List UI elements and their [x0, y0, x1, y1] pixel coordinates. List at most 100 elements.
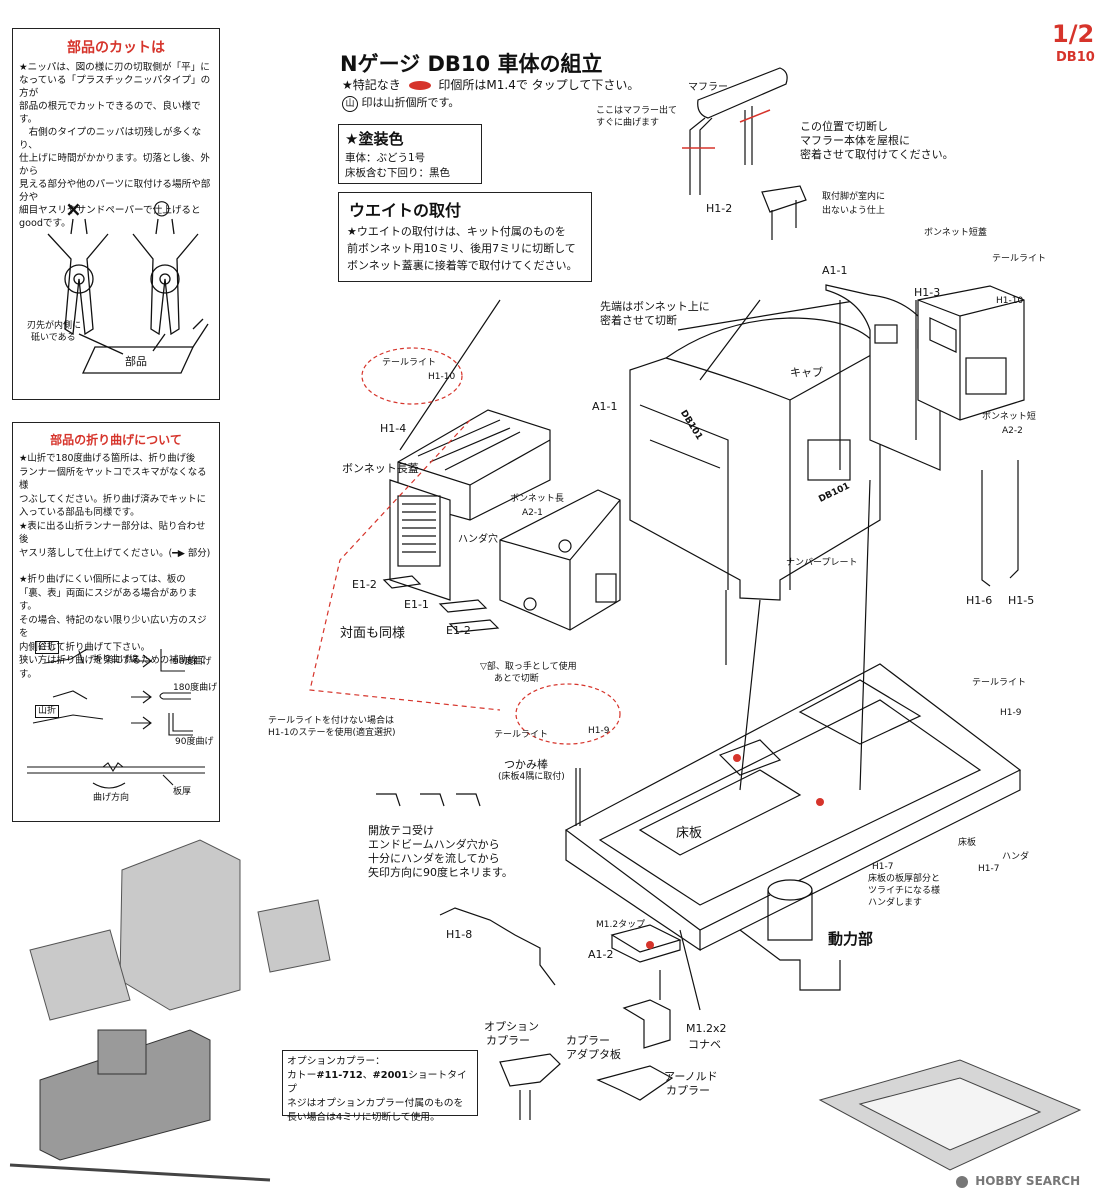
label-m12-tap: M1.2タップ [596, 920, 646, 930]
opt-coupler-2: カプラー [486, 1034, 530, 1047]
label-h1-9b: H1-9 [1000, 708, 1022, 718]
label-floor: 床板 [676, 826, 703, 841]
muffler-bend-note-1: ここはマフラー出て [596, 106, 678, 116]
bend-line: ヤスリ落しして仕上げてください。(━▶ 部分) [19, 547, 211, 559]
cut-line: 部品の根元でカットできるので、良い様です。 [19, 101, 201, 125]
opt-coupler-1: オプション [484, 1020, 539, 1033]
long-bonnet-body [389, 479, 621, 631]
tip-note-2: 密着させて切断 [600, 314, 677, 327]
bend-line: 「裏、表」両面にスジがある場合があります。 [19, 587, 198, 613]
coupler-line-2: カトー#11-712、#2001ショートタイプ [287, 1069, 473, 1097]
fold-diagram [27, 648, 205, 789]
coupler-model-2: #2001 [372, 1070, 409, 1081]
label-handrail: つかみ棒 [504, 758, 548, 771]
page-title: Nゲージ DB10 車体の組立 [340, 52, 603, 76]
coupler-line-2-post: ショートタイプ [287, 1070, 467, 1095]
label-bonnet-short-lid: ボンネット短蓋 [924, 228, 987, 238]
paint-title: ★塗装色 [345, 130, 404, 148]
red-dot-icon [408, 81, 431, 90]
screw-2: コナベ [688, 1038, 721, 1051]
power-unit-part [739, 879, 841, 991]
no-tail-note-2: H1-1のステーを使用(適宜選択) [268, 728, 396, 738]
label-solder-hole: ハンダ穴 [458, 534, 498, 545]
header-note-1-post: 印個所はM1.4で タップして下さい。 [438, 78, 640, 92]
label-number-plate: ナンバープレート [786, 558, 858, 568]
lever-note-4: 矢印方向に90度ヒネリます。 [368, 866, 513, 879]
adapter-2: アダプタ板 [566, 1048, 621, 1061]
label-h1-7b: H1-7 [978, 864, 1000, 874]
label-power-unit: 動力部 [828, 930, 874, 948]
label-handrail-2: (床板4隅に取付) [498, 772, 565, 782]
lever-note-1: 開放テコ受け [368, 824, 434, 837]
tri-note-2: あとで切断 [494, 674, 539, 684]
muffler-cut-note-2: マフラー本体を屋根に [800, 134, 910, 147]
h1-7-note-2: ツライチになる様 [868, 886, 941, 896]
label-h1-9a: H1-9 [588, 726, 610, 736]
weight-title: ウエイトの取付 [349, 201, 462, 220]
coupler-option-box: オプションカプラー： カトー#11-712、#2001ショートタイプ ネジはオプ… [282, 1050, 478, 1123]
bend-box-title: 部品の折り曲げについて [50, 433, 182, 447]
header-note-1-pre: ★特記なき [342, 78, 401, 92]
coupler-line-2-pre: カトー [287, 1070, 317, 1081]
label-e1-2b: E1-2 [446, 624, 471, 637]
label-a1-2: A1-2 [588, 948, 614, 961]
label-h1-10b: H1-10 [428, 372, 456, 382]
cut-line: 細目ヤスリやサンドペーパーで仕上げると [19, 205, 201, 216]
label-opposite: 対面も同様 [340, 626, 406, 641]
bend-line: 狭い方は折り曲げを楽にするための補助線です。 [19, 655, 207, 680]
bend-line: その場合、特記のない限り少い広い方のスジを [19, 614, 207, 640]
tip-note-1: 先端はボンネット上に [600, 300, 710, 313]
label-bonnet-short: ボンネット短 [982, 412, 1036, 422]
label-h1-7a: H1-7 [872, 862, 894, 872]
bend-line: ★折り曲げにくい個所によっては、板の [19, 574, 186, 585]
mountain-fold-icon: 山 [342, 96, 358, 112]
label-a1-1a: A1-1 [822, 264, 848, 277]
label-h1-10a: H1-10 [996, 296, 1024, 306]
cut-line: なっている「プラスチックニッパタイプ」の方が [19, 75, 211, 99]
cut-box-title: 部品のカットは [67, 40, 165, 56]
label-tail-light-1: テールライト [992, 254, 1047, 264]
h1-7-note-1: 床板の板厚部分と [868, 874, 941, 884]
label-floor-small: 床板 [958, 838, 977, 848]
label-h1-4: H1-4 [380, 422, 407, 435]
lever-note-2: エンドビームハンダ穴から [368, 838, 500, 851]
tri-note-1: ▽部、取っ手として使用 [480, 662, 577, 672]
label-h1-5: H1-5 [1008, 594, 1035, 607]
leg-note-1: 取付脚が室内に [822, 192, 886, 202]
weight-line-2: 前ボンネット用10ミリ、後用7ミリに切断して [347, 242, 576, 255]
muffler-part [682, 67, 788, 195]
label-tail-light-2: テールライト [382, 358, 437, 368]
bend-line: ランナー個所をヤットコでスキマがなくなる様 [19, 466, 207, 492]
bend-instructions-box: 部品の折り曲げについて ★山折で180度曲げる箇所は、折り曲げ後 ランナー個所を… [12, 422, 220, 822]
label-e1-1: E1-1 [404, 598, 429, 611]
label-a2-2: A2-2 [1002, 426, 1023, 436]
part-label: 部品 [125, 355, 147, 368]
header-note-2: 山 印は山折個所です。 [342, 94, 459, 112]
valley-fold-label: 谷折 [35, 641, 60, 654]
adapter-1: カプラー [566, 1034, 610, 1047]
bend-line: ★山折で180度曲げる箇所は、折り曲げ後 [19, 453, 196, 464]
muffler-cut-note-1: この位置で切断し [800, 120, 888, 133]
cut-instructions-box: 部品のカットは ★ニッパは、図の様に刃の切取側が「平」に なっている「プラスチッ… [12, 28, 220, 400]
paint-line-1: 車体：ぶどう1号 [345, 152, 426, 164]
mark-o: ○ [153, 195, 171, 219]
coupler-line-3: ネジはオプションカプラー付属のものを [287, 1098, 464, 1109]
bend-line: つぶしてください。折り曲げ済みでキットに [19, 493, 206, 505]
cab-part [629, 299, 921, 601]
deg90-label: 90度曲げ [173, 657, 212, 667]
muffler-label: マフラー [688, 82, 728, 93]
bend-direction-label: 曲げ方向 [93, 793, 130, 803]
bend-line: 入っている部品も同様です。 [19, 507, 140, 518]
label-solder: ハンダ [1002, 852, 1030, 862]
mark-x: × [65, 197, 82, 221]
label-a2-1: A2-1 [522, 508, 543, 518]
nippers-illustration [47, 218, 209, 374]
watermark-text: HOBBY SEARCH [975, 1174, 1081, 1188]
label-tail-light-4: テールライト [972, 678, 1027, 688]
label-bonnet-long: ボンネット長 [510, 494, 564, 504]
tail-light-circle-2 [515, 683, 621, 745]
short-bonnet-part [917, 285, 1025, 421]
long-bonnet-lid [397, 409, 551, 521]
tail-light-circle-1 [361, 347, 463, 405]
